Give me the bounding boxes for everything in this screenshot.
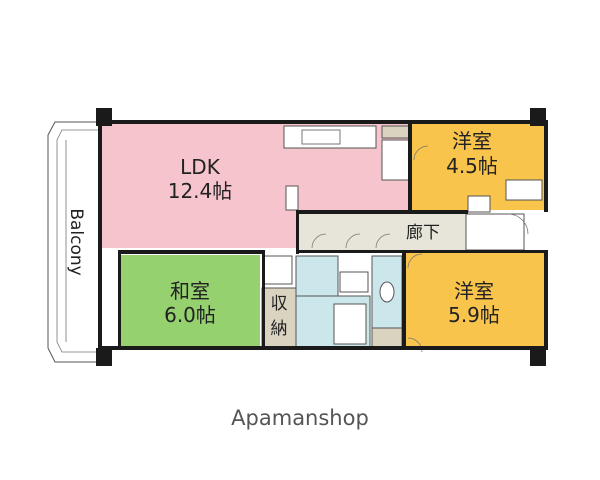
balcony xyxy=(47,121,100,363)
storage-label-top: 収 xyxy=(271,294,288,314)
room-closet-side xyxy=(381,139,411,181)
youshitsu-large-room xyxy=(406,252,544,348)
ldk-size: 12.4帖 xyxy=(168,179,233,203)
washitsu-room xyxy=(120,255,260,347)
brand-logo: Apamanshop xyxy=(231,406,369,430)
kitchen-sink xyxy=(301,129,341,145)
laundry-area xyxy=(263,255,293,285)
washitsu-size: 6.0帖 xyxy=(164,303,216,327)
corridor xyxy=(298,214,466,250)
walls xyxy=(96,108,548,366)
room-closet-top xyxy=(381,125,411,139)
washbasin xyxy=(339,271,369,293)
entrance xyxy=(465,213,525,251)
hall-closet xyxy=(371,327,403,349)
storage-label-bottom: 納 xyxy=(271,319,288,339)
youshitsu-small-size: 4.5帖 xyxy=(446,154,498,178)
youshitsu-large-name: 洋室 xyxy=(454,279,494,303)
youshitsu-small-name: 洋室 xyxy=(452,129,492,153)
ldk-room xyxy=(100,122,410,248)
balcony-label: Balcony xyxy=(66,208,86,275)
youshitsu-large-size: 5.9帖 xyxy=(448,303,500,327)
utility-box-lower xyxy=(467,195,491,213)
corridor-label: 廊下 xyxy=(406,223,440,243)
ldk-name: LDK xyxy=(180,155,221,179)
utility-box xyxy=(505,179,543,201)
toilet-bowl xyxy=(379,281,395,303)
bathtub xyxy=(333,303,367,345)
washitsu-name: 和室 xyxy=(170,279,210,303)
ldk-pillar xyxy=(285,185,299,211)
